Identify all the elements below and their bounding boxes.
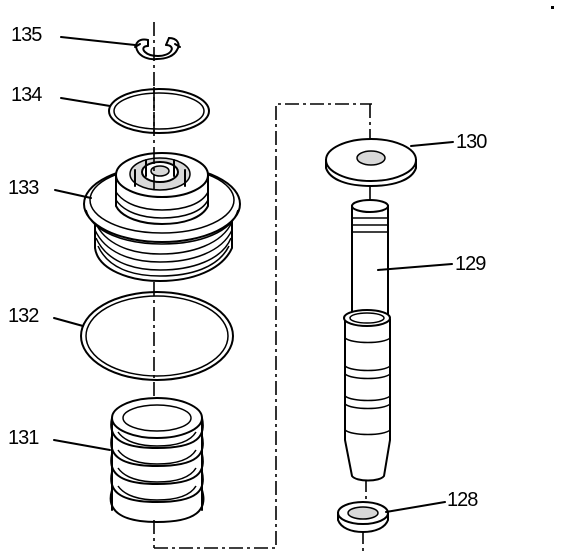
part-133-cover [83,150,241,283]
label-135: 135 [11,24,42,46]
part-134-o-ring [108,87,210,134]
part-129-piston [343,199,391,482]
label-133: 133 [8,177,39,199]
part-128-small-seal [337,501,389,534]
part-132-seal-ring [80,291,234,381]
part-135-retaining-clip [134,37,181,61]
connection-path [154,103,372,549]
label-131: 131 [8,427,39,449]
label-132: 132 [8,305,39,327]
label-134: 134 [11,84,42,106]
label-130: 130 [456,131,487,153]
part-130-washer [325,138,417,188]
leader-lines [53,36,454,513]
label-129: 129 [455,253,486,275]
part-131-spring [109,397,205,523]
label-128: 128 [447,489,478,511]
corner-dot [551,6,554,9]
